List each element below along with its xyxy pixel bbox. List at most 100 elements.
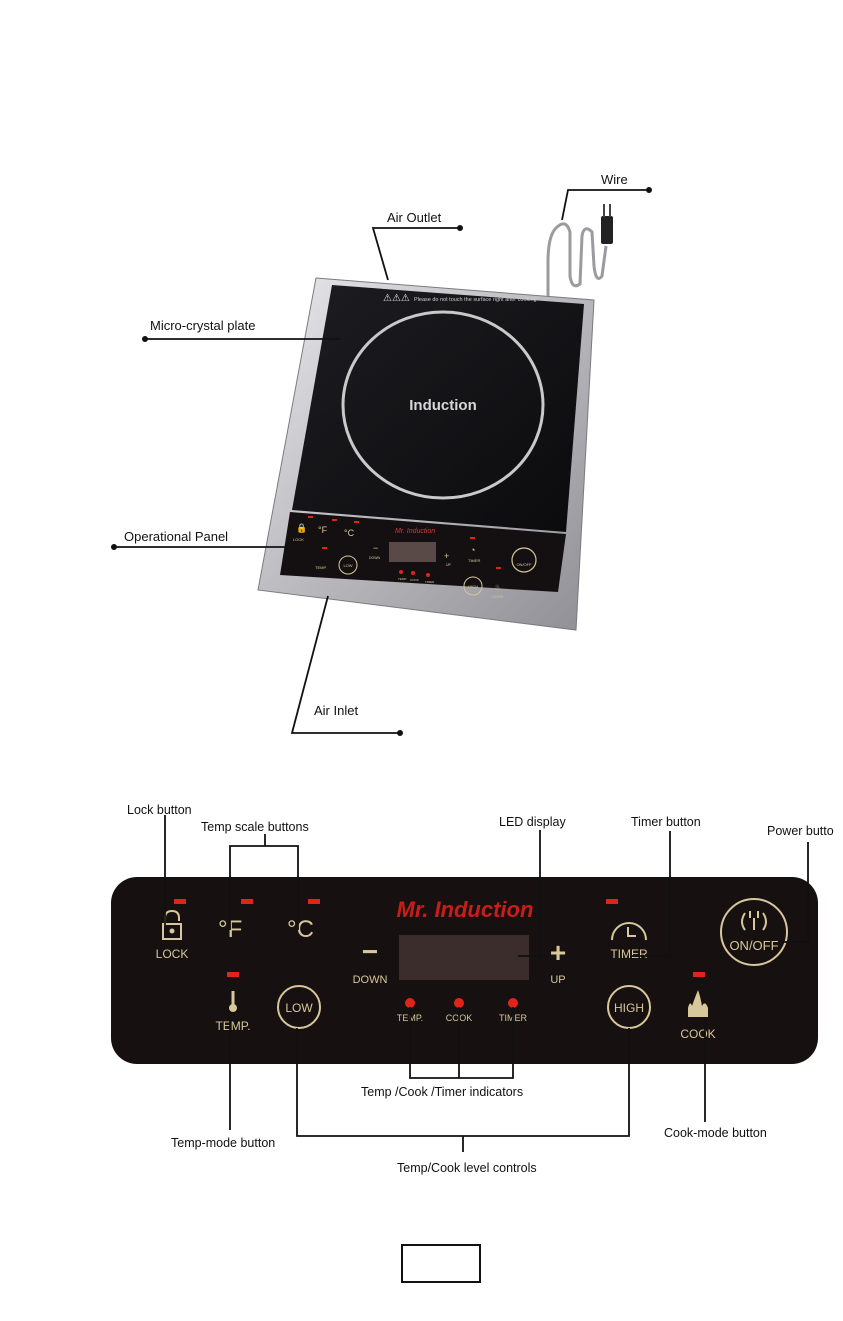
led-fahrenheit — [241, 899, 253, 904]
mini-high: HIGH — [468, 584, 478, 589]
mini-high-button — [463, 576, 483, 596]
callout-power-button: Power butto — [767, 824, 834, 838]
plus-button[interactable]: + — [550, 937, 566, 968]
callout-level-controls: Temp/Cook level controls — [397, 1161, 537, 1175]
timer-label: TIMER — [610, 947, 648, 961]
page-number-box — [401, 1244, 481, 1283]
leader-indicators — [409, 1007, 514, 1079]
mini-panel: Mr. Induction 🔒 LOCK °F °C TEMP. LOW − D… — [293, 516, 537, 599]
high-label: HIGH — [614, 1001, 644, 1015]
mini-led — [322, 547, 327, 549]
clock-hands-icon — [627, 927, 636, 937]
leader-air-inlet — [290, 595, 400, 734]
up-label: UP — [550, 974, 565, 986]
low-button[interactable]: LOW — [277, 985, 321, 1029]
power-button[interactable]: ON/OFF — [720, 898, 788, 966]
plug-prong — [603, 204, 605, 217]
mini-lock: LOCK — [293, 537, 304, 542]
power-button-ring — [720, 898, 788, 966]
leader-dot — [457, 225, 463, 231]
thermometer-bulb-icon — [229, 1004, 237, 1012]
mini-f: °F — [318, 525, 328, 535]
callout-cook-mode-button: Cook-mode button — [664, 1126, 767, 1140]
led-lock — [174, 899, 186, 904]
mini-led — [308, 516, 313, 518]
led-display — [399, 935, 529, 980]
leader-power — [780, 842, 809, 943]
low-button-ring — [277, 985, 321, 1029]
cook-mode-button[interactable]: COOK — [680, 990, 716, 1041]
lock-label: LOCK — [156, 947, 189, 961]
indicator-cook-led — [454, 998, 464, 1008]
leader-dot — [142, 336, 148, 342]
mini-temp: TEMP. — [315, 565, 327, 570]
mini-plus: + — [444, 551, 449, 561]
panel-brand: Mr. Induction — [397, 897, 534, 922]
control-panel: Mr. Induction LOCK °F °C − DOWN + UP — [111, 877, 818, 1064]
mini-ind-timer: TIMER — [425, 580, 435, 584]
mini-minus: − — [373, 543, 378, 553]
leader-air-outlet — [371, 227, 460, 281]
mini-on-off: ON/OFF — [516, 562, 532, 567]
mini-indicator — [426, 573, 430, 577]
callout-timer-button: Timer button — [631, 815, 701, 829]
lock-body-icon — [162, 923, 182, 940]
led-temp — [227, 972, 239, 977]
celsius-button[interactable]: °C — [287, 916, 314, 943]
mini-ind-temp: TEMP. — [398, 577, 407, 581]
mini-indicator — [399, 570, 403, 574]
mini-up: UP — [446, 563, 452, 567]
callout-wire: Wire — [601, 172, 628, 187]
power-cord — [546, 222, 608, 296]
mini-cook-glyph: ♨ — [494, 583, 501, 592]
timer-button[interactable]: TIMER — [610, 922, 648, 961]
mini-low-button — [338, 555, 358, 575]
top-callouts: Wire Air Outlet Micro-crystal plate Oper… — [111, 172, 652, 736]
leader-dot — [646, 187, 652, 193]
mini-timer-glyph: ◔ — [470, 545, 475, 555]
temp-label: TEMP. — [215, 1019, 250, 1033]
callout-indicators: Temp /Cook /Timer indicators — [361, 1085, 523, 1099]
mini-led-display — [389, 542, 436, 562]
callout-air-inlet: Air Inlet — [314, 703, 358, 718]
indicator-timer-led — [508, 998, 518, 1008]
mini-ind-cook: COOK — [410, 578, 419, 582]
cooking-zone-ring — [341, 310, 545, 500]
cooktop-illustration: Induction ⚠⚠⚠ Please do not touch the su… — [257, 204, 613, 631]
warning-triangles: ⚠⚠⚠ — [383, 293, 410, 304]
plug-prong — [609, 204, 611, 217]
mini-low: LOW — [343, 563, 352, 568]
temp-mode-button[interactable]: TEMP. — [215, 991, 251, 1033]
flame-icon — [688, 990, 708, 1017]
keyhole-icon — [169, 928, 175, 934]
mini-power-button — [511, 547, 537, 573]
mini-timer: TIMER — [468, 558, 481, 563]
leader-dot — [397, 730, 403, 736]
minus-button[interactable]: − — [362, 936, 378, 967]
plug-icon — [741, 911, 767, 931]
callout-temp-mode-button: Temp-mode button — [171, 1136, 275, 1150]
cook-label: COOK — [680, 1027, 715, 1041]
mini-c: °C — [344, 528, 355, 538]
lock-button[interactable]: LOCK — [156, 909, 189, 961]
on-off-label: ON/OFF — [729, 938, 778, 953]
low-label: LOW — [285, 1001, 313, 1015]
callout-operational-panel: Operational Panel — [124, 529, 228, 544]
panel-callouts: Lock button Temp scale buttons LED displ… — [127, 803, 834, 1175]
callout-lock-button: Lock button — [127, 803, 192, 817]
led-celsius — [308, 899, 320, 904]
mini-led — [332, 519, 337, 521]
mini-led — [496, 567, 501, 569]
mini-brand: Mr. Induction — [395, 528, 435, 535]
leader-dot — [111, 544, 117, 550]
induction-label: Induction — [409, 397, 477, 414]
led-cook — [693, 972, 705, 977]
warning-text: Please do not touch the surface right af… — [414, 297, 537, 303]
leader-led-display — [518, 830, 541, 957]
leader-wire — [561, 189, 649, 221]
mini-down: DOWN — [369, 556, 381, 560]
led-timer — [606, 899, 618, 904]
plug — [601, 216, 613, 244]
mini-lock-glyph: 🔒 — [296, 523, 307, 533]
